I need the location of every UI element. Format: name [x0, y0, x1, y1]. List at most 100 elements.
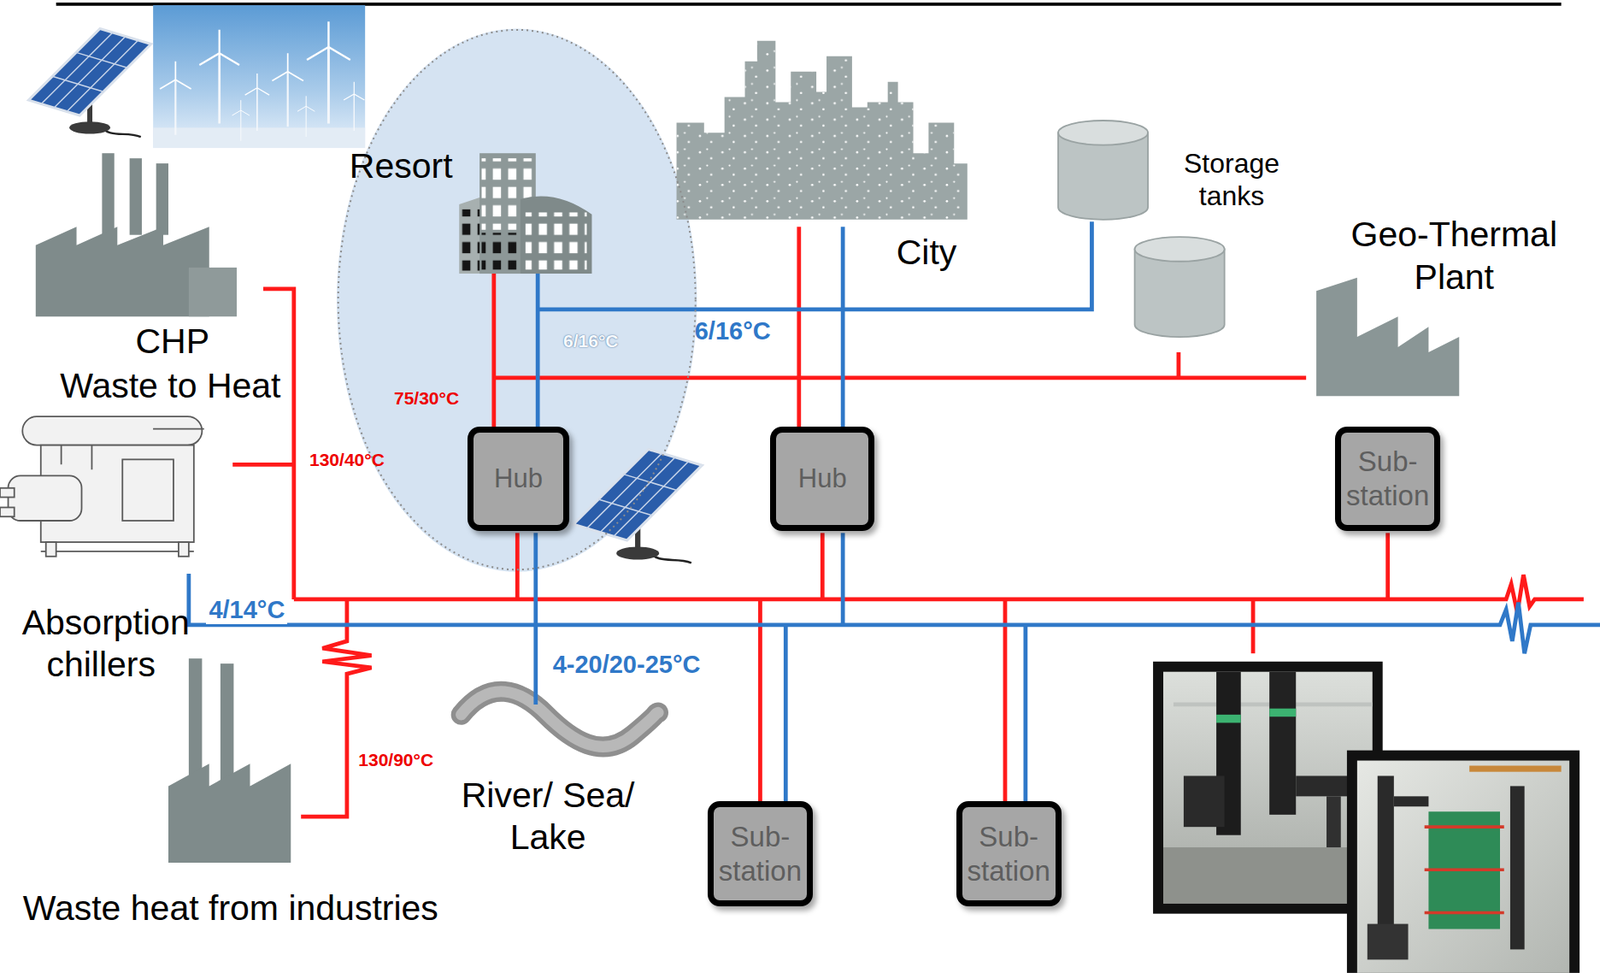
wind-farm-picture	[159, 61, 192, 136]
chp-plant-icon	[35, 226, 210, 317]
substation-photo	[1163, 671, 1373, 904]
wind-farm-picture	[343, 82, 365, 131]
substation-box: Sub- station	[1335, 426, 1441, 531]
solar-panel-icon	[28, 29, 151, 138]
wind-farm-picture	[199, 29, 240, 124]
supply-pipe	[1385, 532, 1390, 600]
cooling-pipe	[537, 221, 1092, 310]
solar-panel-icon	[28, 29, 151, 138]
cooling-pipe	[841, 532, 846, 624]
wind-farm-picture	[245, 73, 270, 131]
supply-pipe	[758, 599, 763, 801]
supply-pipe	[263, 288, 295, 600]
resort-building-icon	[520, 196, 593, 275]
part-label: Storage tanks	[1178, 147, 1286, 213]
hub-box: Hub	[467, 426, 570, 531]
box-label: Sub- station	[1341, 444, 1435, 512]
chp-plant-icon	[156, 163, 169, 236]
supply-pipe	[515, 532, 520, 600]
solar-panel-icon	[573, 448, 702, 563]
substation-photo	[1347, 750, 1580, 973]
substation-photo	[1216, 714, 1242, 724]
supply-pipe	[491, 273, 496, 427]
substation-box: Sub- station	[707, 800, 813, 906]
absorption-chiller-icon	[178, 541, 189, 557]
chp-plant-icon	[188, 267, 237, 317]
absorption-chiller-icon	[22, 416, 202, 445]
substation-photo	[1269, 708, 1296, 718]
supply-pipe	[294, 574, 1584, 612]
temperature-label: 6/16°C	[694, 317, 771, 346]
wind-farm-picture	[152, 127, 365, 148]
resort-region: ResortHub	[336, 28, 697, 571]
cooling-pipe	[783, 624, 789, 802]
industry-plant-icon	[168, 763, 291, 863]
resort-building-icon	[458, 152, 592, 274]
city-skyline-icon	[676, 41, 968, 220]
cooling-pipe	[535, 273, 541, 427]
chp-plant-icon	[101, 152, 114, 236]
substation-box: Sub- station	[956, 800, 1062, 906]
part-label: River/ Sea/ Lake	[456, 774, 641, 859]
storage-tank-icon	[1135, 236, 1225, 262]
river-pipe-icon	[461, 691, 659, 748]
cooling-pipe	[188, 573, 1600, 653]
chp-plant-icon	[129, 158, 142, 236]
chp-plant-icon	[35, 152, 237, 317]
substation-photo	[1424, 824, 1505, 829]
supply-pipe	[1176, 352, 1182, 378]
substation-photo	[1357, 760, 1570, 973]
absorption-chiller-icon	[122, 458, 174, 521]
substation-photo	[1163, 847, 1373, 904]
cooling-pipe	[841, 226, 846, 427]
box-label: Sub- station	[962, 819, 1056, 888]
substation-photo	[1394, 795, 1430, 806]
part-label: City	[896, 231, 958, 274]
part-label: Absorption chillers	[22, 601, 181, 686]
temperature-label: 6/16°C	[563, 330, 618, 351]
wind-farm-picture	[297, 95, 315, 137]
storage-tank-icon	[1058, 120, 1148, 146]
box-label: Hub	[494, 462, 543, 495]
industry-plant-icon	[168, 658, 291, 863]
substation-photo	[1469, 765, 1561, 772]
river-pipe-icon	[461, 691, 659, 748]
wind-farm-picture	[306, 21, 351, 124]
substation-photo	[1510, 785, 1525, 949]
supply-pipe	[232, 462, 295, 467]
wind-farm-picture	[152, 5, 365, 148]
wind-farm-picture	[152, 5, 365, 148]
city-skyline-icon	[676, 41, 968, 220]
absorption-chiller-icon	[61, 429, 205, 471]
part-label: Waste to Heat	[59, 364, 281, 407]
solar-panel-icon	[573, 448, 702, 563]
supply-pipe	[300, 599, 371, 817]
part-label: CHP	[135, 320, 210, 363]
temperature-label: 4/14°C	[205, 596, 288, 624]
part-label: Waste heat from industries	[23, 887, 439, 930]
substation-photo	[1424, 911, 1505, 915]
river-pipe-icon	[461, 691, 659, 748]
supply-pipe	[796, 226, 801, 427]
supply-pipe	[1003, 599, 1008, 801]
absorption-chiller-icon	[46, 541, 57, 557]
region-outline	[338, 29, 696, 570]
temperature-label: 4-20/20-25°C	[552, 651, 701, 679]
supply-pipe	[494, 375, 1306, 380]
substation-photo	[1377, 775, 1395, 949]
wind-farm-picture	[232, 100, 250, 142]
supply-pipe	[820, 532, 825, 600]
box-label: Hub	[798, 462, 848, 495]
region-label: Resort	[349, 145, 453, 188]
resort-area-fill	[336, 29, 697, 572]
absorption-chiller-icon	[0, 416, 205, 557]
temperature-label: 130/90°C	[358, 749, 434, 770]
substation-photo	[1367, 923, 1409, 960]
substation-photo	[1424, 868, 1505, 872]
substation-photo	[1326, 795, 1342, 848]
industry-plant-icon	[220, 663, 235, 791]
absorption-chiller-icon	[0, 506, 15, 517]
storage-tank-icon	[1135, 248, 1225, 337]
box-label: Sub- station	[713, 819, 807, 888]
